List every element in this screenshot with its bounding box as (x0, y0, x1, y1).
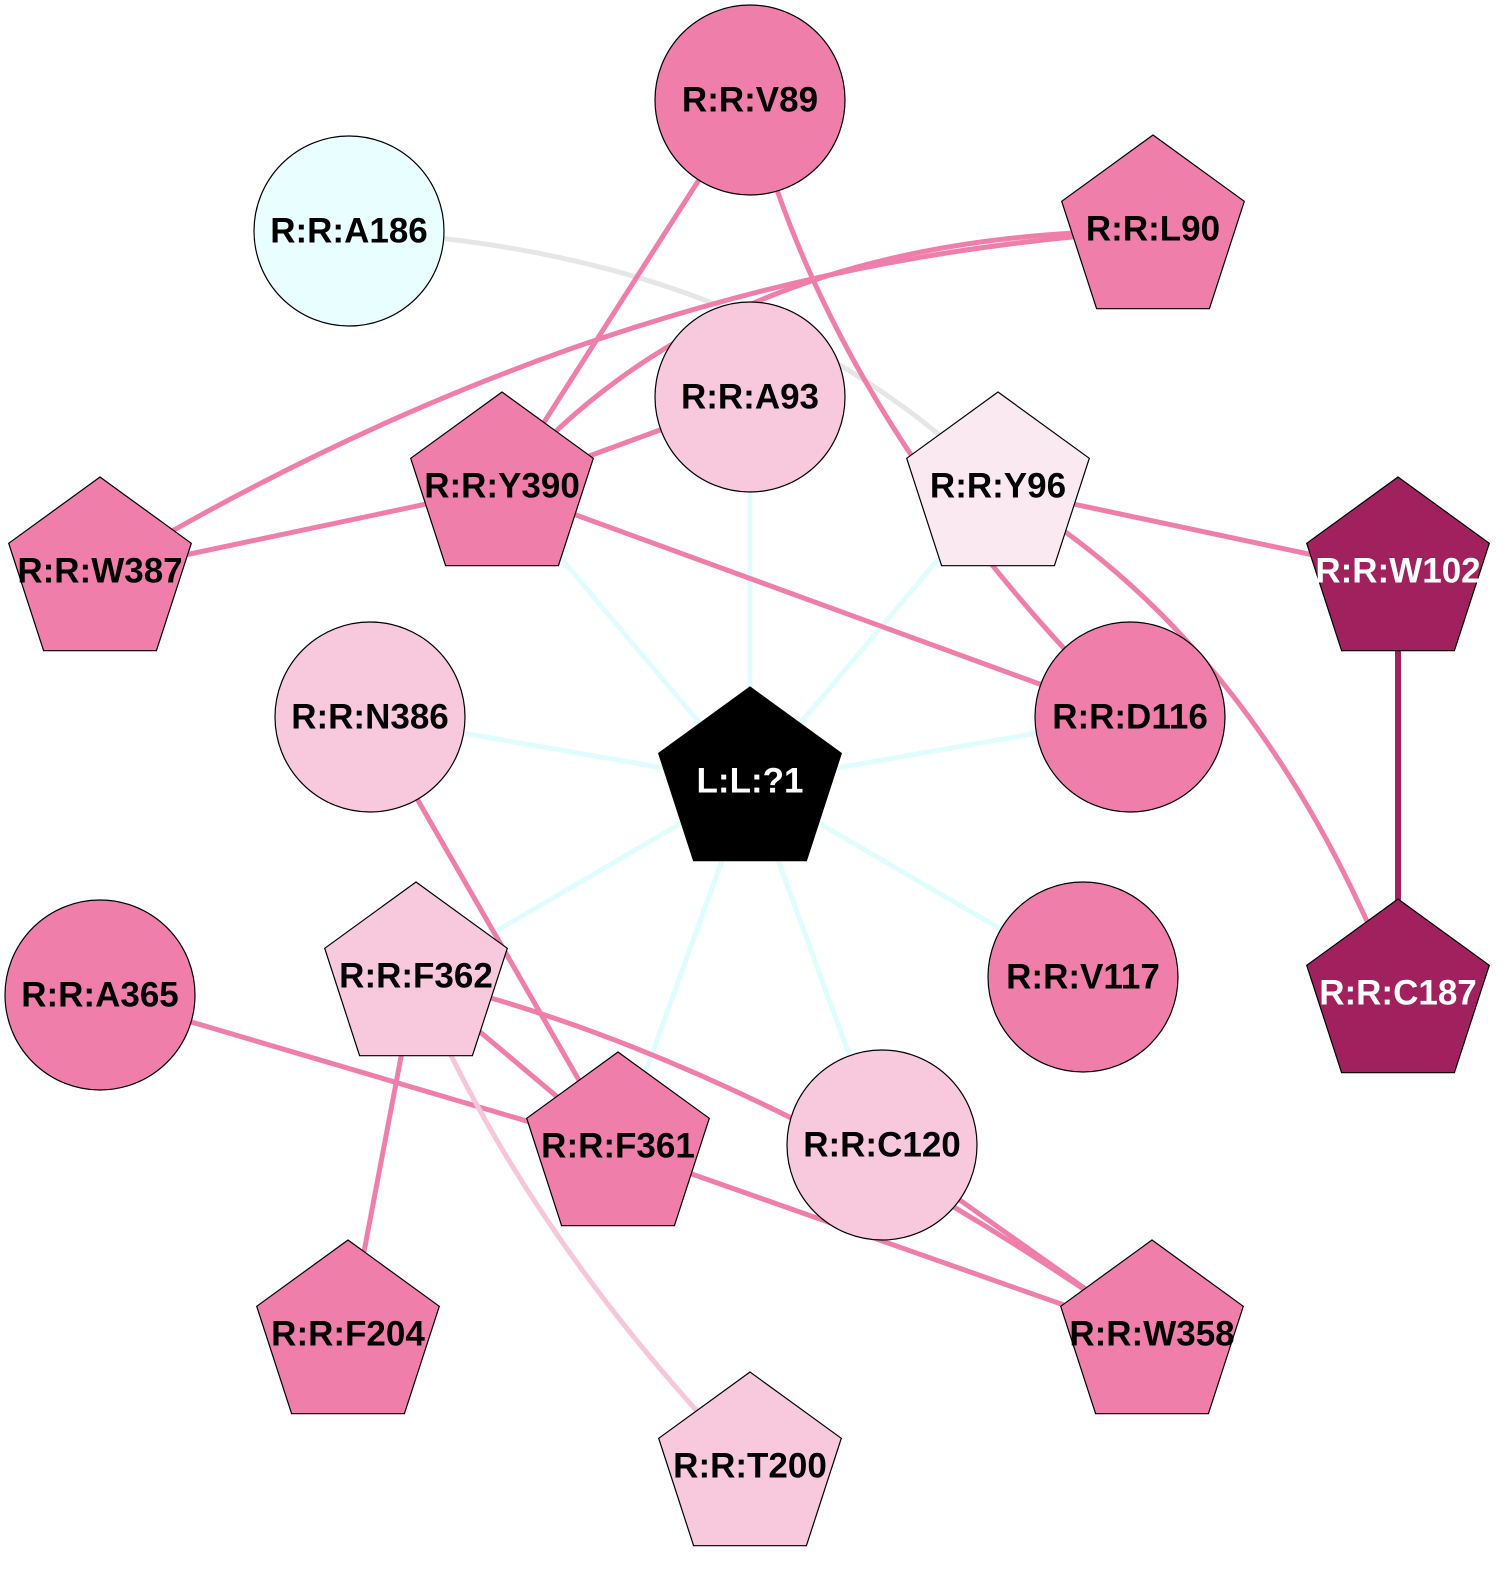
pentagon-node-shape (1059, 1239, 1245, 1415)
edge-l90-y390 (500, 228, 1154, 490)
circle-node-shape (274, 621, 466, 813)
node-v89[interactable]: R:R:V89 (654, 4, 846, 196)
node-f204[interactable]: R:R:F204 (255, 1239, 441, 1415)
node-l90[interactable]: R:R:L90 (1060, 134, 1246, 310)
node-c120[interactable]: R:R:C120 (786, 1049, 978, 1241)
node-label: R:R:W358 (1069, 1315, 1234, 1354)
circle-node-shape (987, 881, 1179, 1073)
node-y390[interactable]: R:R:Y390 (409, 391, 595, 567)
node-a186[interactable]: R:R:A186 (253, 135, 445, 327)
pentagon-node-shape (1060, 134, 1246, 310)
node-label: R:R:F361 (541, 1127, 695, 1166)
pentagon-node-shape (1305, 476, 1491, 652)
circle-node-shape (654, 301, 846, 493)
node-a93[interactable]: R:R:A93 (654, 301, 846, 493)
pentagon-node-shape (323, 881, 509, 1057)
pentagon-node-shape (657, 1371, 843, 1547)
pentagon-node-shape (905, 391, 1091, 567)
node-w358[interactable]: R:R:W358 (1059, 1239, 1245, 1415)
pentagon-node-shape (525, 1051, 711, 1227)
node-label: R:R:W387 (17, 552, 182, 591)
node-label: R:R:W102 (1315, 552, 1480, 591)
pentagon-node-shape (1305, 898, 1491, 1074)
circle-node-shape (786, 1049, 978, 1241)
node-label: R:R:A186 (270, 212, 428, 251)
node-label: R:R:L90 (1086, 210, 1220, 249)
node-w387[interactable]: R:R:W387 (7, 476, 193, 652)
pentagon-node-shape (255, 1239, 441, 1415)
node-a365[interactable]: R:R:A365 (4, 899, 196, 1091)
edge-l90-w387 (98, 228, 1154, 576)
circle-node-shape (654, 4, 846, 196)
node-c187[interactable]: R:R:C187 (1305, 898, 1491, 1074)
node-label: R:R:C187 (1319, 974, 1477, 1013)
edge-y96-c187 (996, 485, 1401, 996)
node-n386[interactable]: R:R:N386 (274, 621, 466, 813)
circle-node-shape (4, 899, 196, 1091)
node-label: R:R:F204 (271, 1315, 425, 1354)
pentagon-node-shape (7, 476, 193, 652)
edge-f362-w358 (415, 975, 1154, 1339)
pentagon-node-shape (657, 686, 843, 862)
node-label: R:R:A93 (681, 378, 819, 417)
node-t200[interactable]: R:R:T200 (657, 1371, 843, 1547)
node-label: R:R:T200 (673, 1447, 827, 1486)
node-label: R:R:C120 (803, 1126, 961, 1165)
node-f361[interactable]: R:R:F361 (525, 1051, 711, 1227)
node-v117[interactable]: R:R:V117 (987, 881, 1179, 1073)
node-lig[interactable]: L:L:?1 (657, 686, 843, 862)
node-label: L:L:?1 (697, 762, 804, 801)
node-f362[interactable]: R:R:F362 (323, 881, 509, 1057)
node-label: R:R:F362 (339, 957, 493, 996)
node-label: R:R:Y390 (424, 467, 580, 506)
node-y96[interactable]: R:R:Y96 (905, 391, 1091, 567)
node-label: R:R:V89 (682, 81, 818, 120)
node-d116[interactable]: R:R:D116 (1034, 621, 1226, 813)
edge-y390-d116 (501, 485, 1131, 720)
node-label: R:R:A365 (21, 976, 179, 1015)
circle-node-shape (253, 135, 445, 327)
node-label: R:R:D116 (1052, 698, 1208, 737)
node-label: R:R:V117 (1006, 958, 1160, 997)
circle-node-shape (1034, 621, 1226, 813)
pentagon-node-shape (409, 391, 595, 567)
node-label: R:R:N386 (291, 698, 449, 737)
node-w102[interactable]: R:R:W102 (1305, 476, 1491, 652)
node-label: R:R:Y96 (930, 467, 1066, 506)
